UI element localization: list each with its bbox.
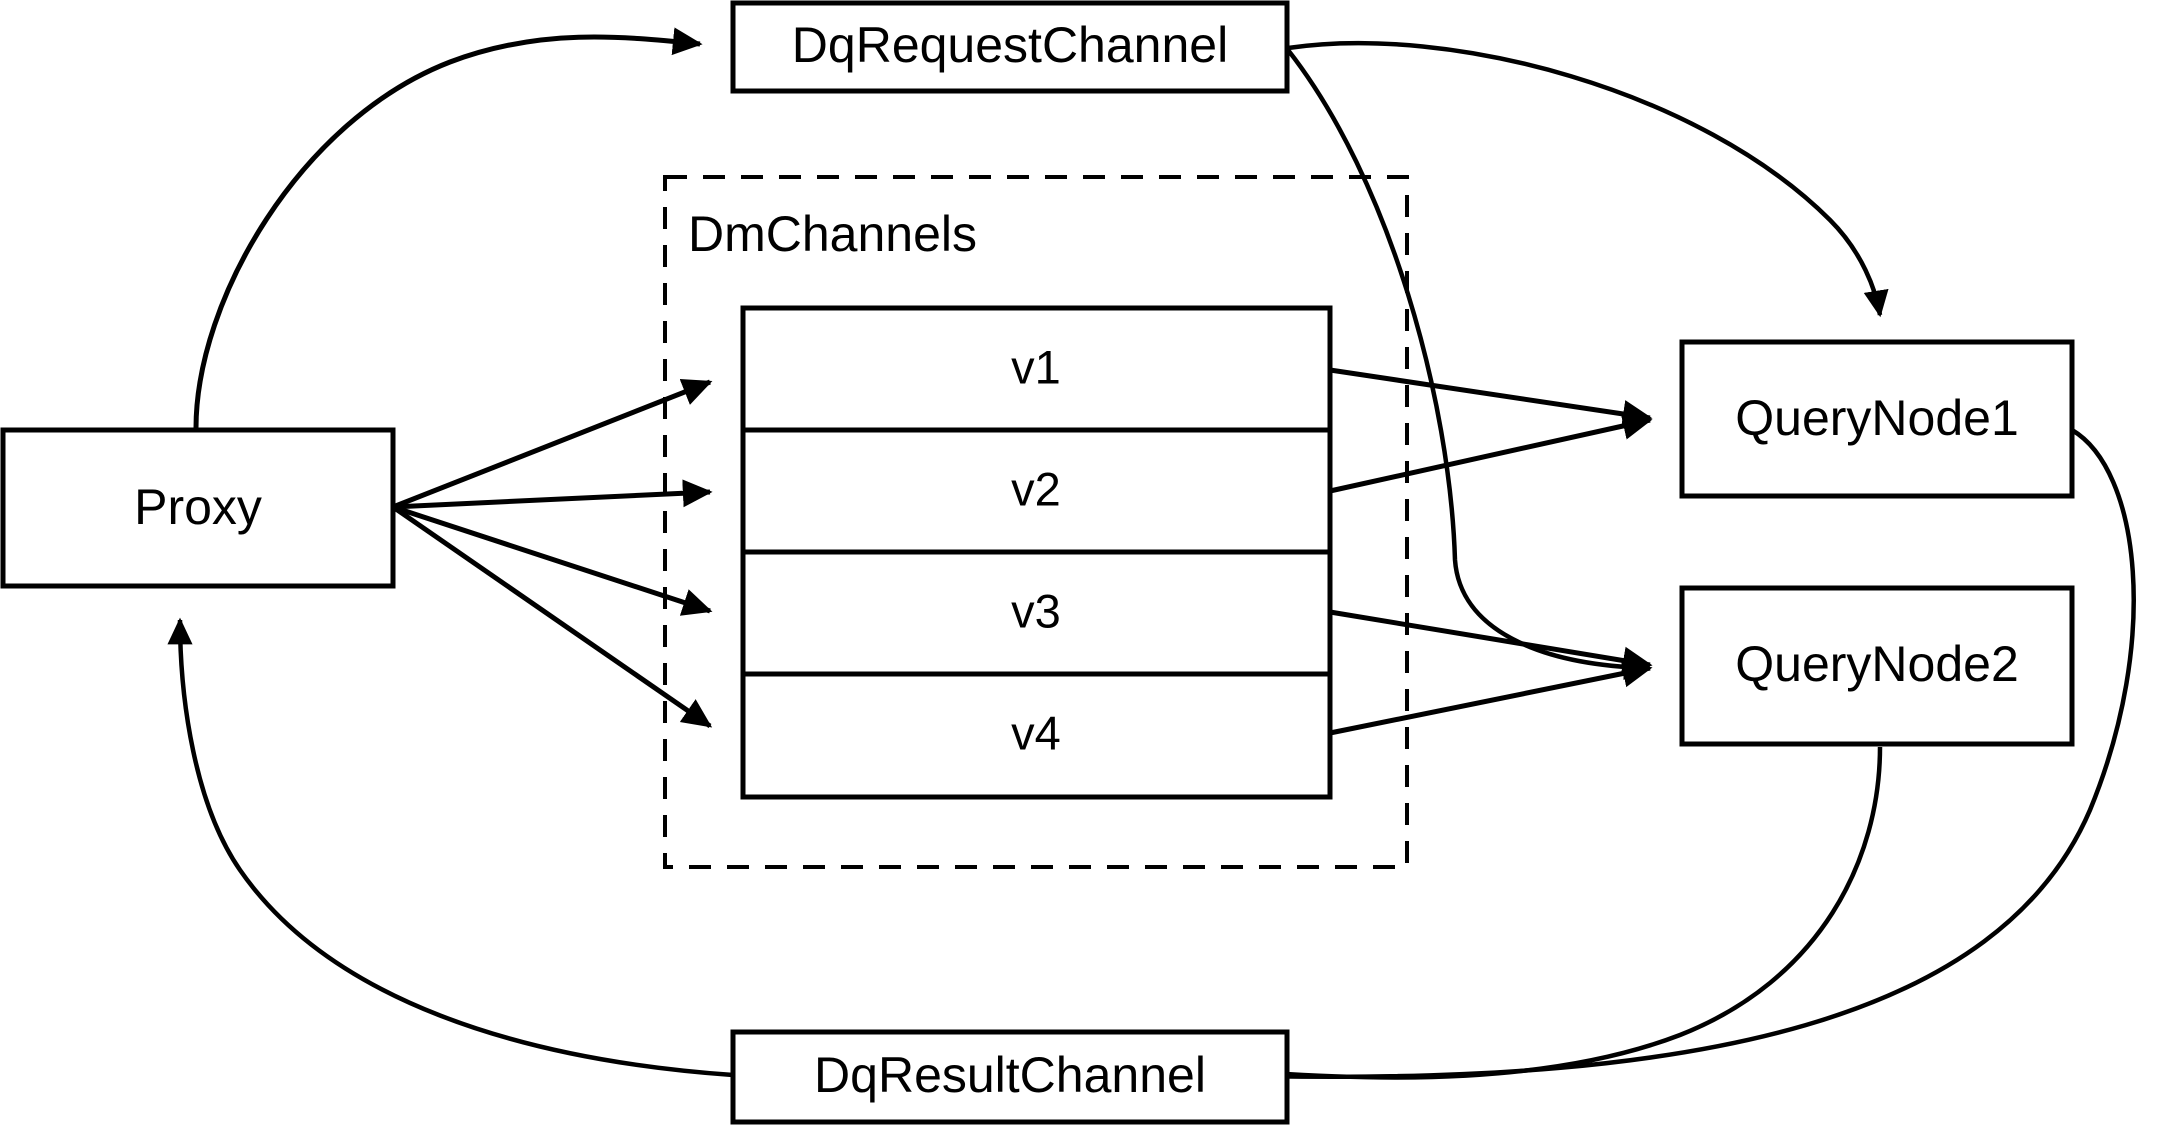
node-dqresultchannel-label: DqResultChannel — [814, 1047, 1206, 1103]
edge-querynode2-to-dqresultchannel — [1252, 746, 1883, 1087]
node-querynode1[interactable] — [1679, 339, 2075, 499]
vchannel-row-v3[interactable]: v3 — [1011, 584, 1061, 637]
edge-querynode1-to-dqresultchannel — [1252, 428, 2136, 1090]
edge-v3-to-querynode2 — [1329, 609, 1653, 675]
node-dqrequestchannel-label: DqRequestChannel — [792, 17, 1228, 73]
edge-proxy-to-v3 — [392, 504, 713, 616]
node-dqresultchannel[interactable] — [730, 1029, 1290, 1125]
vchannel-row-v1[interactable]: v1 — [1011, 340, 1061, 393]
edge-v2-to-querynode1 — [1329, 412, 1653, 494]
edge-proxy-to-v2 — [392, 479, 713, 510]
edge-v1-to-querynode1 — [1329, 367, 1653, 428]
dmchannels-group — [663, 175, 1409, 869]
node-querynode1-label: QueryNode1 — [1735, 390, 2019, 446]
edge-dqrequestchannel-to-querynode1 — [1287, 40, 1889, 318]
vchannel-row-v4[interactable]: v4 — [1011, 706, 1061, 759]
edge-proxy-to-v4 — [391, 504, 713, 729]
dmchannels-group-label: DmChannels — [688, 206, 977, 262]
edge-v4-to-querynode2 — [1329, 659, 1653, 736]
edge-dqresultchannel-to-proxy — [167, 617, 734, 1078]
node-querynode2-label: QueryNode2 — [1735, 636, 2019, 692]
node-proxy[interactable] — [0, 427, 396, 589]
node-dqrequestchannel[interactable] — [730, 0, 1290, 94]
vchannel-row-v2[interactable]: v2 — [1011, 462, 1061, 515]
edge-proxy-to-v1 — [392, 378, 713, 510]
node-proxy-label: Proxy — [134, 479, 262, 535]
node-querynode2[interactable] — [1679, 585, 2075, 747]
edge-dqrequestchannel-to-querynode2 — [1286, 48, 1651, 680]
edge-proxy-to-dqrequestchannel — [193, 27, 703, 429]
